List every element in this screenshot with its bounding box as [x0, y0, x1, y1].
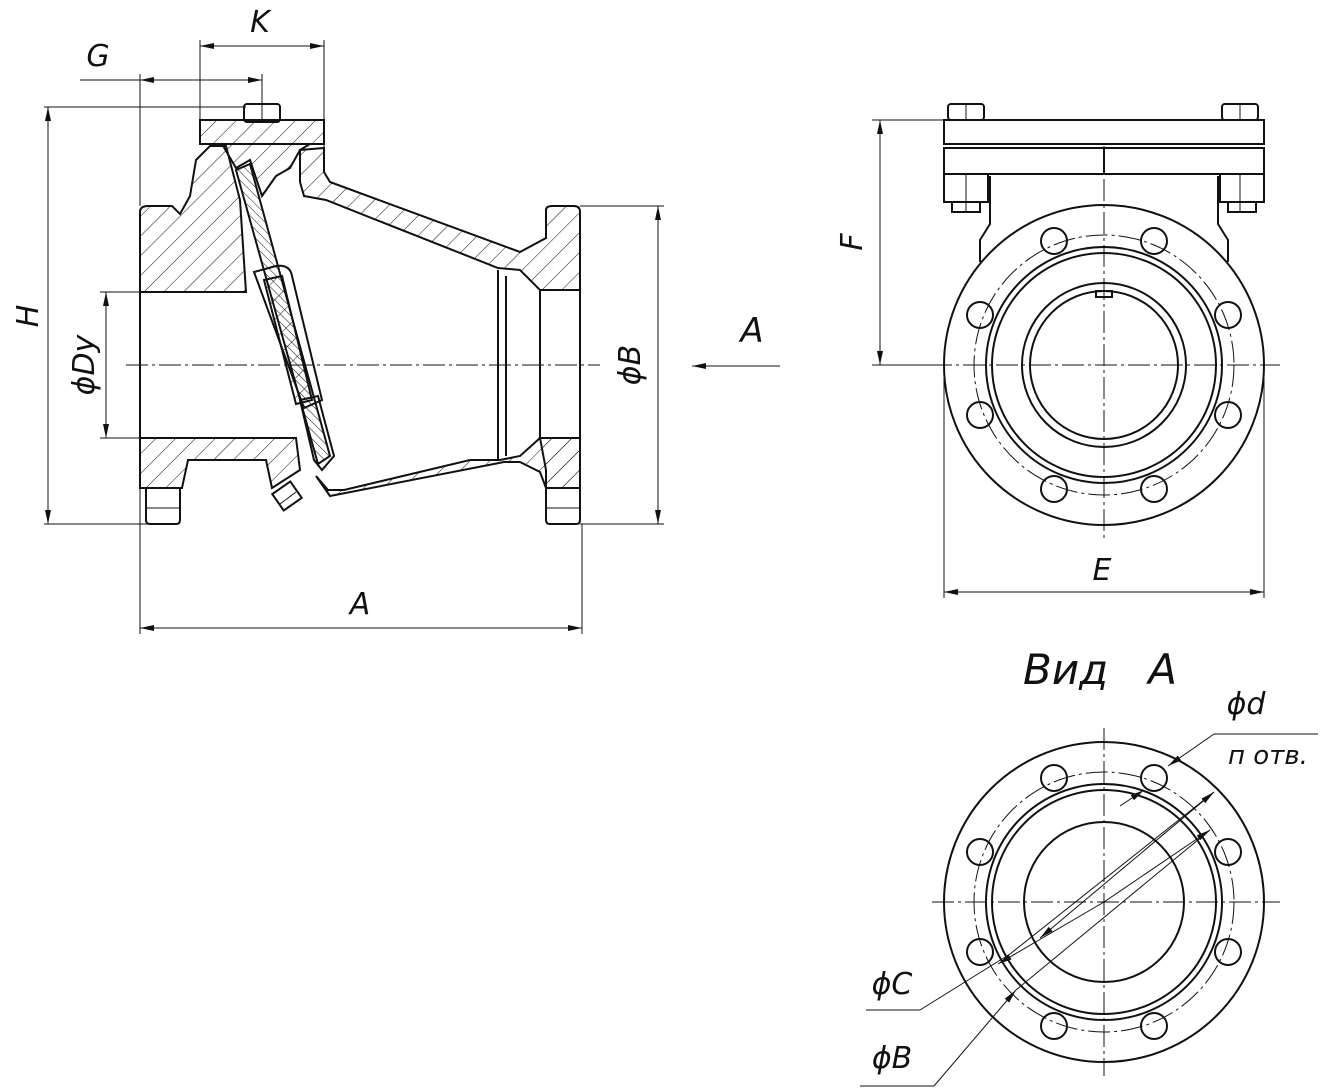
- flange-bolt-holes: [966, 764, 1242, 1040]
- drain-plug: [270, 480, 304, 512]
- dim-c-label: ϕC: [872, 967, 913, 1002]
- right-flange-lower: [538, 437, 581, 489]
- bolt-hole: [966, 301, 994, 329]
- body-lower-wall: [315, 437, 581, 498]
- cover-boss: [220, 143, 314, 199]
- bolt-hole: [966, 838, 994, 866]
- view-arrow-label: A: [738, 311, 763, 351]
- bolt-hole: [1040, 764, 1068, 792]
- end-bottom-bolt-right: [1219, 173, 1265, 203]
- bolt-hole: [1040, 227, 1068, 255]
- bolt-hole: [1040, 475, 1068, 503]
- end-view: F E: [835, 103, 1280, 598]
- disc-holder: [252, 264, 324, 410]
- bolt-hole: [1214, 301, 1242, 329]
- bolt-hole: [966, 938, 994, 966]
- flange-view-title: Вид А: [1023, 645, 1177, 694]
- cover-plate: [199, 119, 325, 145]
- flange-view: Вид А ϕd п отв. ϕC: [860, 645, 1318, 1087]
- dim-dy-label: ϕDy: [67, 333, 102, 395]
- end-cover-plate: [943, 119, 1265, 145]
- disc-insert: [262, 274, 314, 406]
- body-upper-wall: [299, 146, 581, 291]
- dim-g-label: G: [86, 39, 109, 74]
- bolt-hole: [1214, 838, 1242, 866]
- dim-b-label: ϕB: [613, 345, 648, 385]
- dim-d-label: ϕd: [1227, 687, 1267, 722]
- dim-a-label: A: [348, 587, 371, 622]
- dim-e-label: E: [1093, 553, 1112, 588]
- left-flange: [139, 145, 248, 293]
- right-bolt-stub: [545, 488, 581, 525]
- bolt-hole: [1214, 401, 1242, 429]
- bolt-hole: [1140, 764, 1168, 792]
- bolt-hole: [1214, 938, 1242, 966]
- dim-k-label: K: [250, 5, 272, 40]
- bolt-hole: [1140, 475, 1168, 503]
- bolt-hole: [1040, 1012, 1068, 1040]
- disc-stem: [298, 394, 336, 472]
- bolt-hole: [1140, 227, 1168, 255]
- dim-h-label: H: [11, 305, 46, 328]
- dim-b2-label: ϕB: [872, 1041, 912, 1076]
- left-bolt-stub: [145, 488, 181, 525]
- dim-f-label: F: [835, 233, 870, 251]
- left-flange-bottom: [139, 437, 302, 490]
- section-view: H ϕDy ϕB A G K A: [11, 5, 780, 634]
- end-bolt-holes: [966, 227, 1242, 503]
- bolt-hole: [966, 401, 994, 429]
- bolt-hole: [1140, 1012, 1168, 1040]
- holes-label: п отв.: [1228, 741, 1308, 771]
